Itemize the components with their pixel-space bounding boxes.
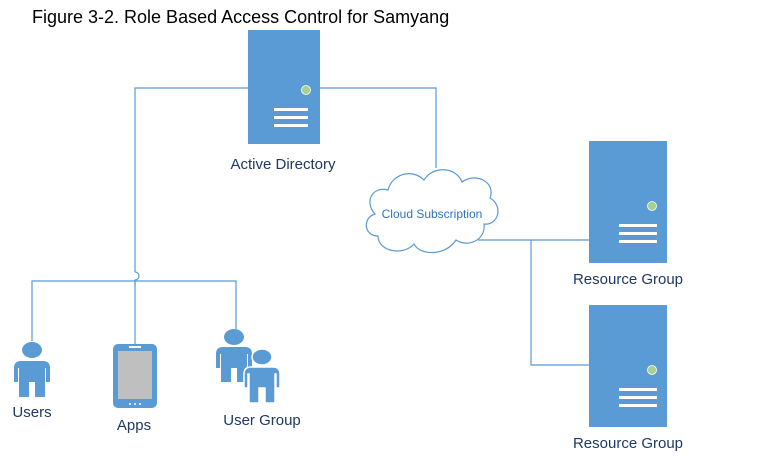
figure-title: Figure 3-2. Role Based Access Control fo…	[32, 7, 450, 27]
resource-group-1-label: Resource Group	[572, 271, 684, 288]
apps-label: Apps	[116, 417, 152, 434]
resource-group-2-label: Resource Group	[572, 435, 684, 452]
resource-group-2-server-icon	[589, 305, 667, 427]
apps-tablet-icon	[113, 344, 157, 408]
user-group-people-icon	[216, 329, 281, 404]
connector-client-bus	[31, 280, 237, 341]
active-directory-server-icon	[248, 30, 320, 144]
users-label: Users	[12, 404, 52, 421]
users-person-icon	[14, 342, 50, 397]
active-directory-label: Active Directory	[230, 156, 336, 173]
connector-cloud-to-rg2	[530, 240, 589, 366]
cloud-icon	[365, 169, 499, 254]
user-group-label: User Group	[223, 412, 301, 429]
resource-group-1-server-icon	[589, 141, 667, 263]
cloud-subscription-label: Cloud Subscription	[381, 207, 483, 221]
connector-ad-to-cloud	[320, 87, 437, 168]
connector-ad-to-clients	[134, 87, 248, 272]
connectors	[31, 87, 589, 366]
connector-hop	[134, 271, 140, 285]
